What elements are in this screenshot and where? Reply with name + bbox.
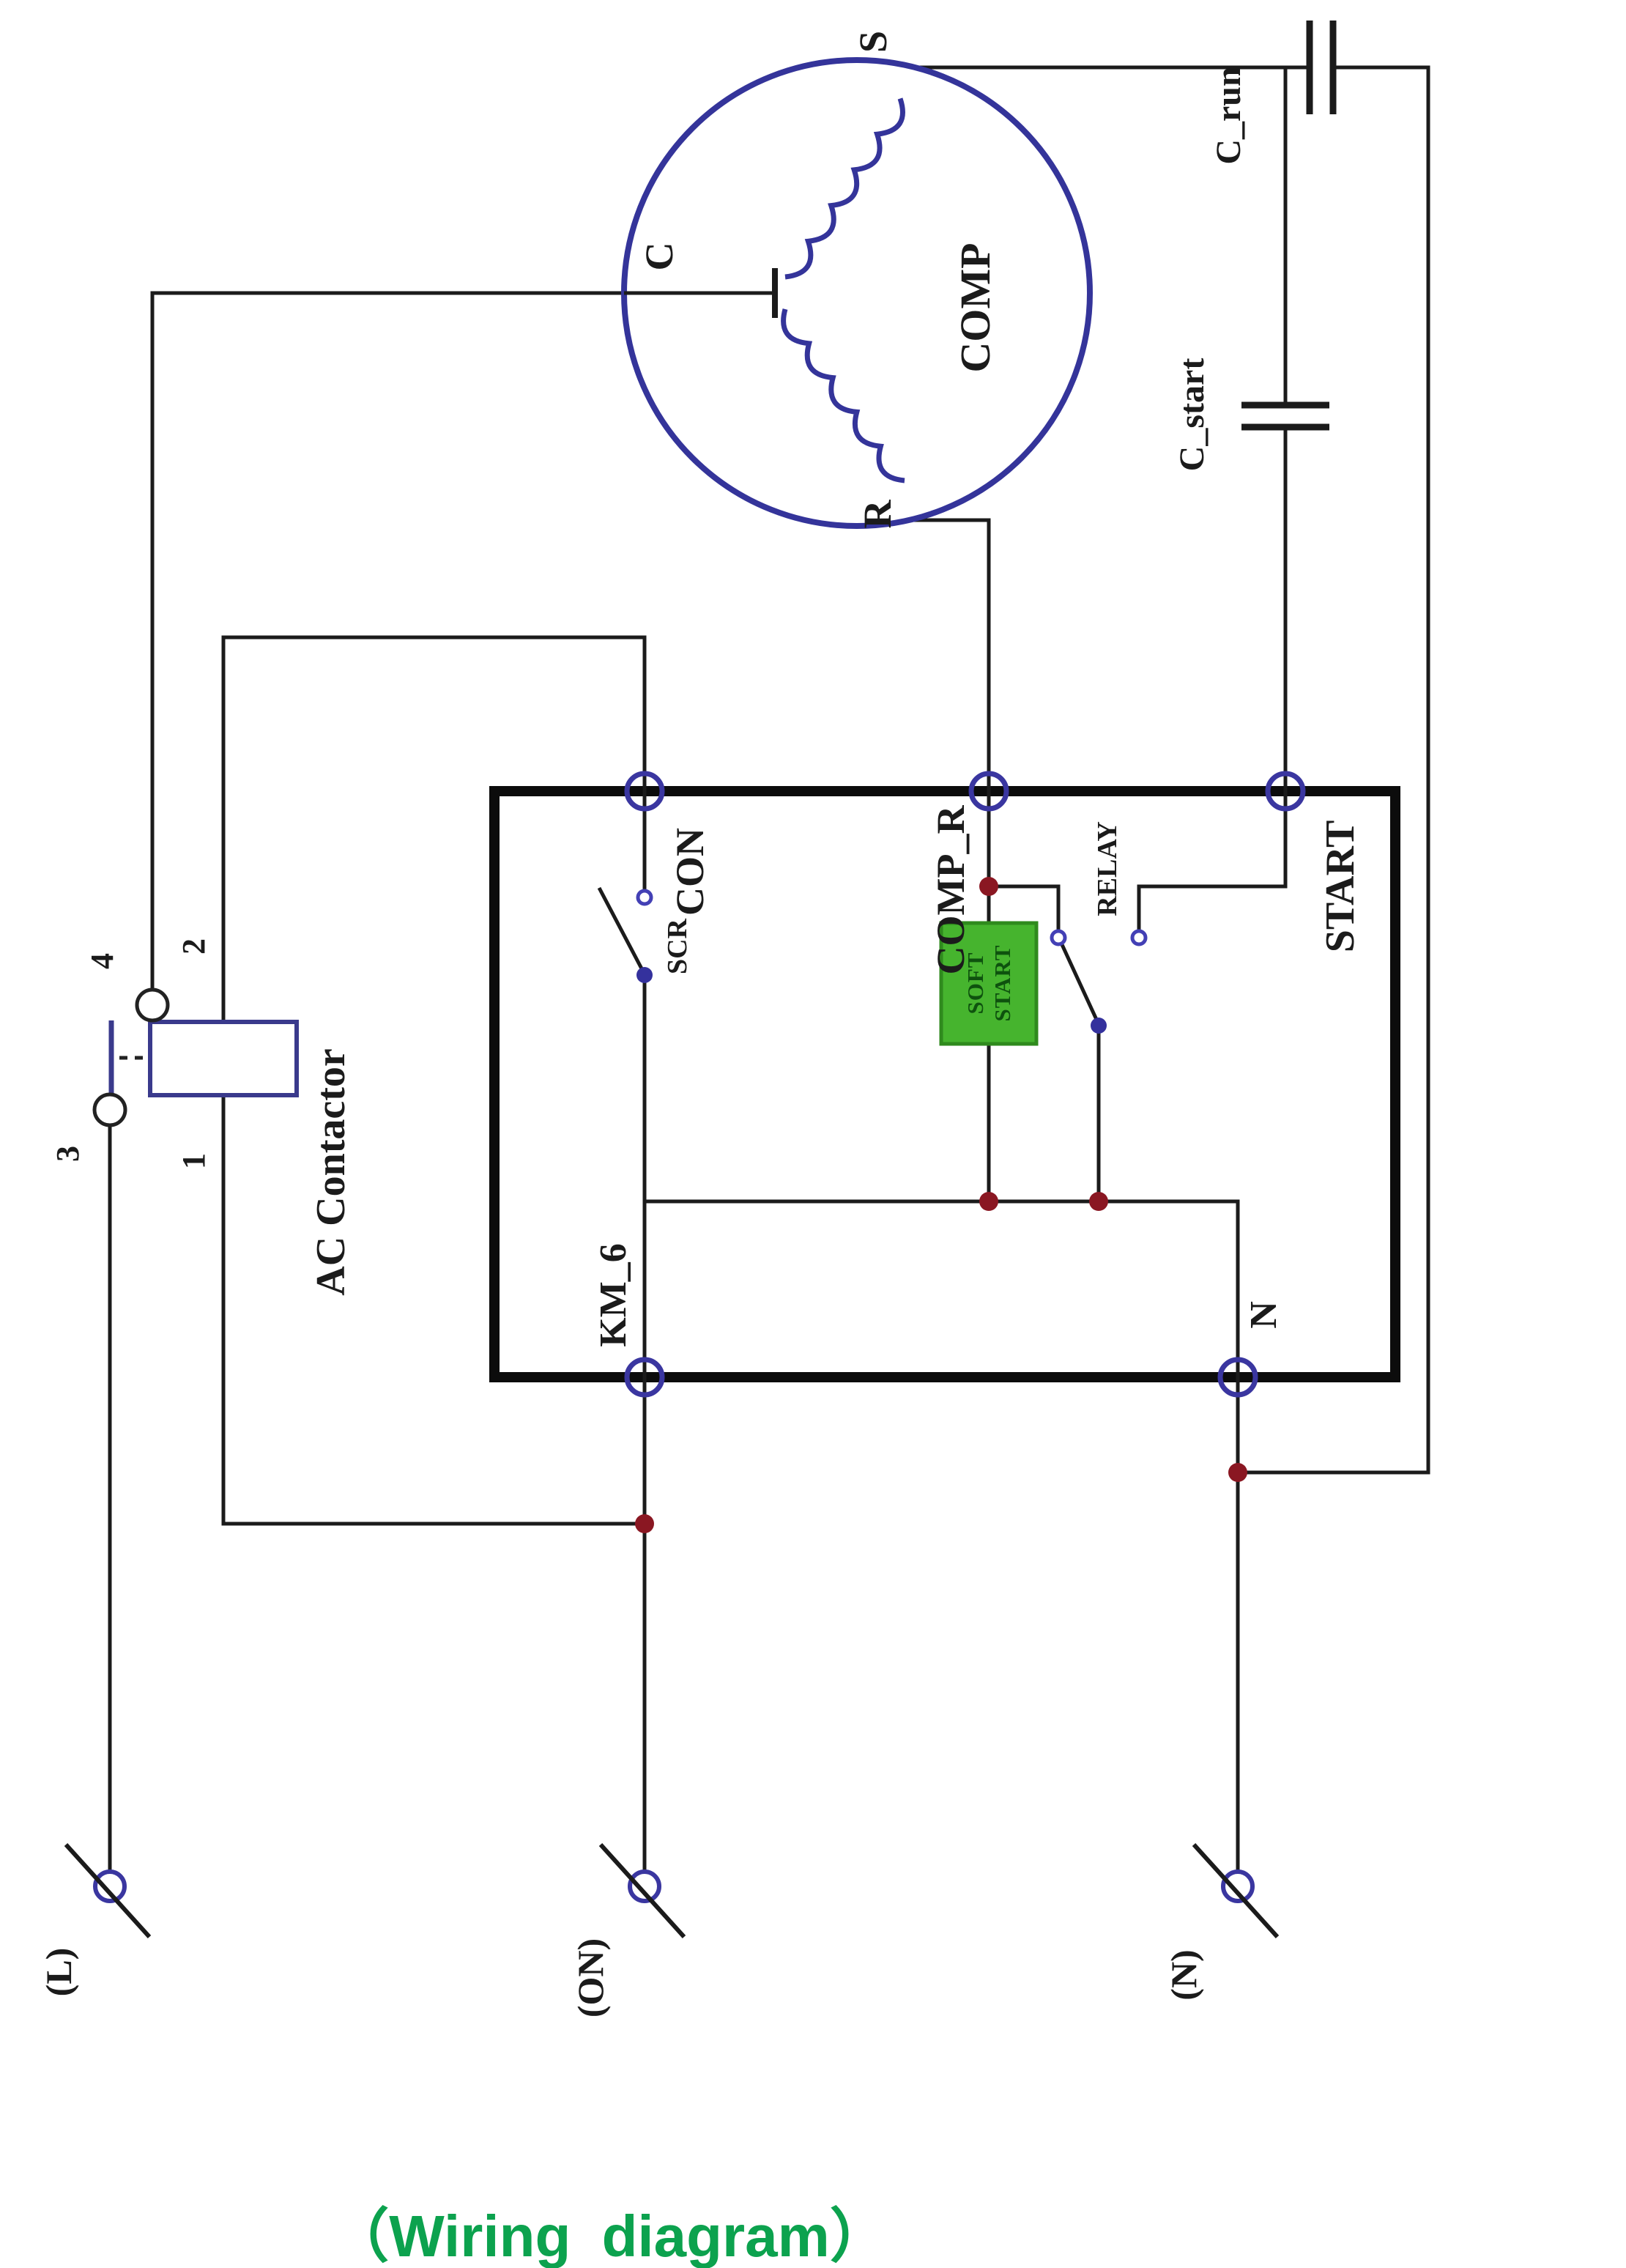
- scr-blade: [597, 886, 645, 973]
- label-pin4: 4: [84, 953, 120, 969]
- soft-start-module: [939, 921, 1039, 1046]
- box-terminals: [624, 771, 1306, 1398]
- junction-coil1-on-line: [635, 1514, 654, 1533]
- junction-relay-bus: [1089, 1192, 1108, 1211]
- label-terminal-c: C: [637, 242, 681, 271]
- terminal-km6: [624, 1357, 665, 1398]
- junction-compr-relay: [979, 877, 998, 896]
- label-ac-contactor: AC Contactor: [308, 1048, 354, 1296]
- terminal-n: [1217, 1357, 1258, 1398]
- supply-contacts: [64, 1842, 1280, 1939]
- scr-lower-contact: [636, 967, 653, 983]
- relay-blade: [1058, 938, 1100, 1024]
- wire-coil1-to-on-line: [221, 1095, 645, 1526]
- terminal-comp-r: [968, 771, 1009, 812]
- label-terminal-s: S: [851, 30, 895, 53]
- wire-r-to-compr-terminal: [908, 518, 991, 791]
- label-c-start: C_start: [1173, 357, 1211, 472]
- contactor-coil-box: [148, 1020, 299, 1097]
- compressor-motor: [621, 57, 1093, 529]
- run-winding-coil: [781, 308, 905, 483]
- soft-start-line1: SOFT: [962, 952, 988, 1015]
- contact-ON-circle: [628, 1869, 661, 1903]
- control-box-border: [489, 786, 1400, 1382]
- ac-contactor: [92, 987, 299, 1127]
- scr-upper-contact: [636, 889, 653, 906]
- label-relay: RELAY: [1092, 821, 1123, 916]
- run-capacitor: [1306, 21, 1337, 114]
- soft-start-line2: START: [990, 944, 1015, 1022]
- wire-j1-to-relay: [989, 884, 1061, 931]
- junction-crun-n-line: [1228, 1463, 1247, 1482]
- contact-N-slash: [1192, 1842, 1280, 1939]
- contact-L-slash: [64, 1842, 152, 1939]
- circuit-wires: [108, 65, 1430, 1872]
- contact-3-circle: [92, 1092, 127, 1127]
- label-scr: SCR: [662, 918, 693, 975]
- label-terminal-n: N: [1243, 1301, 1285, 1329]
- contact-N-circle: [1221, 1869, 1255, 1903]
- relay-common-contact: [1091, 1018, 1107, 1034]
- label-terminal-km6: KM_6: [593, 1243, 634, 1347]
- relay-left-contact: [1050, 929, 1067, 946]
- label-c-run: C_run: [1209, 67, 1248, 165]
- label-terminal-con: CON: [668, 828, 712, 916]
- contact-ON-slash: [598, 1842, 686, 1939]
- contact-L-circle: [93, 1869, 127, 1903]
- label-supply-n: (N): [1163, 1949, 1204, 2001]
- label-compressor: COMP: [951, 242, 999, 373]
- contact-4-circle: [135, 987, 170, 1023]
- soft-start-text: SOFT START: [962, 945, 1016, 1022]
- wire-c-to-contact4: [150, 291, 624, 989]
- junction-softstart-bus: [979, 1192, 998, 1211]
- terminal-start: [1265, 771, 1306, 812]
- label-terminal-r: R: [855, 500, 899, 529]
- label-pin2: 2: [176, 938, 212, 955]
- label-supply-on: (ON): [570, 1938, 611, 2018]
- wire-interior-bus: [645, 1199, 1240, 1377]
- wire-start-to-relay: [1137, 791, 1288, 931]
- wire-coil2-to-con: [221, 635, 647, 1022]
- terminal-con: [624, 771, 665, 812]
- start-winding-coil: [784, 97, 905, 280]
- diagram-title: （Wiring diagram）: [330, 2204, 888, 2268]
- start-capacitor: [1241, 401, 1329, 431]
- label-terminal-start: START: [1318, 820, 1363, 953]
- junction-dots: [635, 877, 1247, 1533]
- relay-right-contact: [1130, 929, 1148, 946]
- wire-crun-return: [1238, 65, 1430, 1475]
- label-pin1: 1: [176, 1153, 212, 1169]
- label-pin3: 3: [50, 1146, 86, 1162]
- label-supply-l: (L): [38, 1947, 79, 1997]
